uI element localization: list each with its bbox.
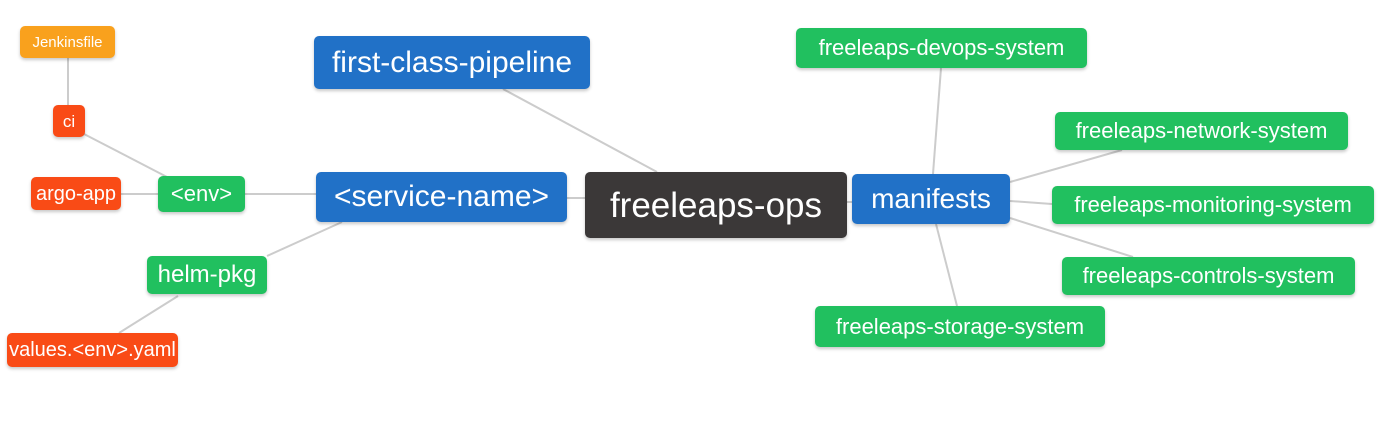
node-freeleaps-network-system[interactable]: freeleaps-network-system — [1055, 112, 1348, 150]
node-freeleaps-monitoring-system[interactable]: freeleaps-monitoring-system — [1052, 186, 1374, 224]
node-freeleaps-devops-system[interactable]: freeleaps-devops-system — [796, 28, 1087, 68]
edge-ci-env — [83, 133, 168, 178]
node-first-class-pipeline[interactable]: first-class-pipeline — [314, 36, 590, 89]
node-ci[interactable]: ci — [53, 105, 85, 137]
edge-pipeline-root — [502, 88, 658, 173]
node-freeleaps-storage-system[interactable]: freeleaps-storage-system — [815, 306, 1105, 347]
edge-manifests-devops-system — [932, 67, 942, 175]
node-manifests[interactable]: manifests — [852, 174, 1010, 224]
node-freeleaps-ops-root[interactable]: freeleaps-ops — [585, 172, 847, 238]
edge-manifests-storage-system — [935, 223, 958, 307]
node-jenkinsfile[interactable]: Jenkinsfile — [20, 26, 115, 58]
edge-manifests-monitoring-system — [1009, 200, 1053, 205]
node-freeleaps-controls-system[interactable]: freeleaps-controls-system — [1062, 257, 1355, 295]
edge-manifests-controls-system — [1009, 217, 1134, 258]
node-values-env-yaml[interactable]: values.<env>.yaml — [7, 333, 178, 367]
node-service-name[interactable]: <service-name> — [316, 172, 567, 222]
node-helm-pkg[interactable]: helm-pkg — [147, 256, 267, 294]
edge-values-yaml-helm-pkg — [118, 295, 179, 334]
edge-helm-pkg-service-name — [266, 221, 343, 257]
node-env[interactable]: <env> — [158, 176, 245, 212]
node-argo-app[interactable]: argo-app — [31, 177, 121, 210]
edge-manifests-network-system — [1009, 149, 1123, 183]
